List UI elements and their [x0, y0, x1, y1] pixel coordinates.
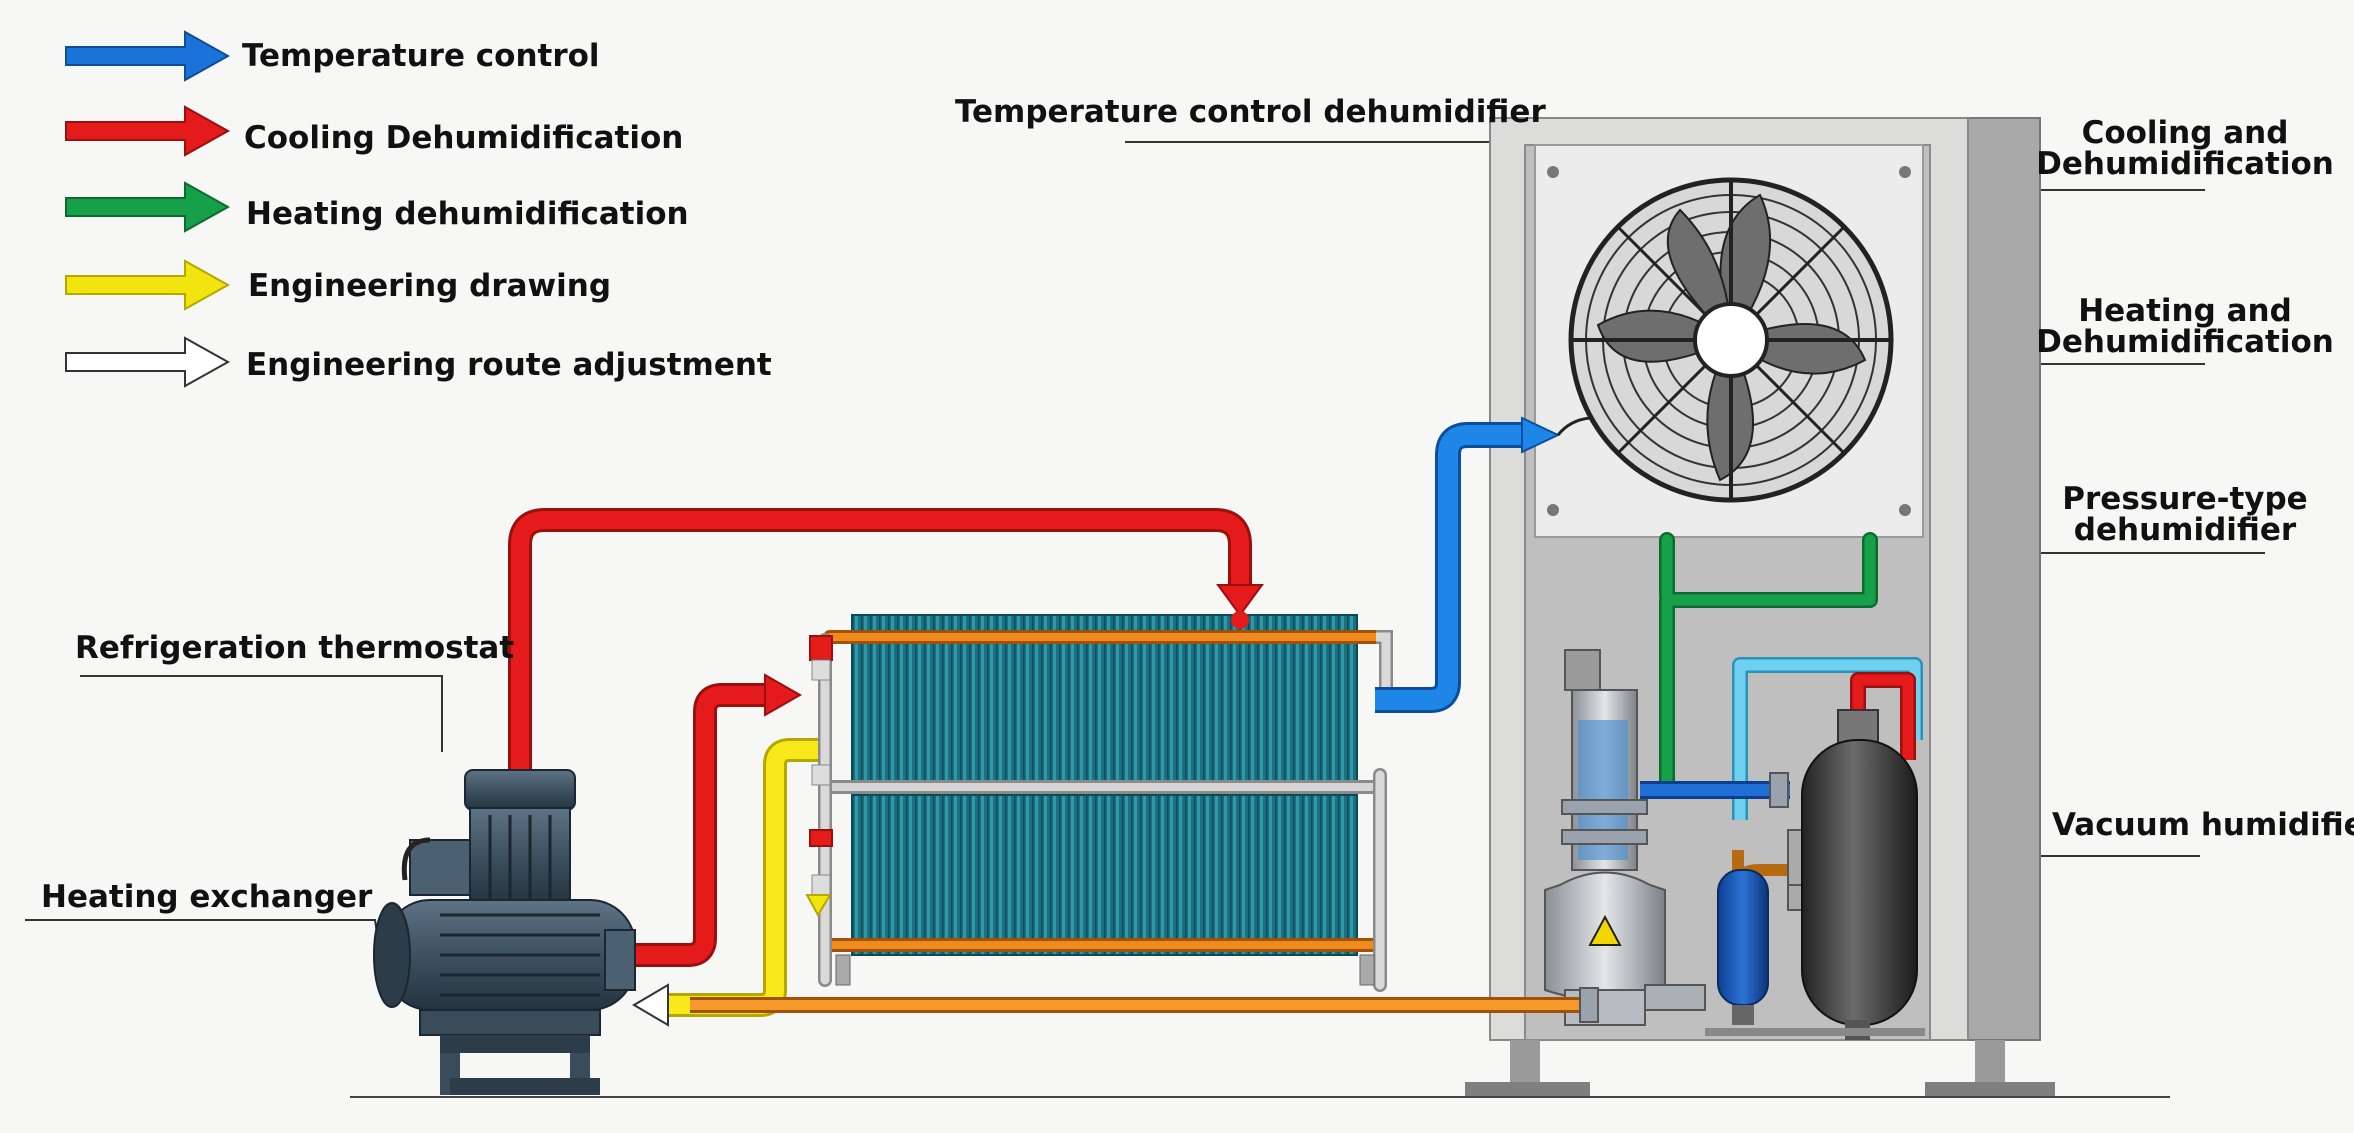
legend-label-route-adjustment: Engineering route adjustment [246, 347, 772, 383]
motor-pump [373, 769, 636, 1095]
black-tank [1787, 709, 1918, 1040]
blue-arrow-head [1521, 416, 1561, 454]
legend-arrow-heating [65, 181, 231, 233]
compressor-column [1544, 649, 1706, 1026]
red-arrow-head-right [764, 673, 803, 717]
red-arrow-head-down [1216, 584, 1264, 617]
label-line: dehumidifier [2073, 512, 2297, 548]
legend-arrow-cooling [65, 105, 231, 157]
red-pipe-cooling-loop [508, 508, 1252, 775]
label-line: Dehumidification [2036, 324, 2334, 360]
label-pressure-type-dehumidifier: Pressure-type dehumidifier [2030, 484, 2340, 546]
legend-arrow-engineering-drawing [65, 259, 231, 311]
red-pipe-to-coil [628, 683, 772, 967]
label-line: Heating and [2078, 293, 2292, 329]
label-vacuum-humidifier: Vacuum humidifier [2052, 807, 2354, 843]
green-pipe [1659, 532, 1878, 788]
label-line: Cooling and [2081, 115, 2289, 151]
label-heating-exchanger: Heating exchanger [41, 879, 373, 915]
legend-label-cooling: Cooling Dehumidification [244, 120, 684, 156]
fan-icon [1568, 177, 1894, 503]
legend-label-temperature-control: Temperature control [242, 38, 600, 74]
blue-pipe-cabinet [1640, 772, 1790, 808]
label-refrigeration-thermostat: Refrigeration thermostat [75, 630, 515, 666]
legend-label-engineering-drawing: Engineering drawing [248, 268, 612, 304]
legend-arrow-route-adjustment [65, 336, 231, 388]
white-arrow-head-left [632, 983, 669, 1027]
legend-label-heating: Heating dehumidification [246, 196, 689, 232]
receiver-tank [1717, 850, 1790, 1025]
label-line: Pressure-type [2062, 481, 2308, 517]
legend-arrow-temperature-control [65, 30, 231, 82]
blue-pipe-temperature-control [1375, 422, 1530, 713]
label-temperature-control-dehumidifier: Temperature control dehumidifier [955, 94, 1546, 130]
heat-exchanger-coil [809, 614, 1393, 992]
label-cooling-and-dehumidification: Cooling and Dehumidification [2030, 118, 2340, 180]
label-heating-and-dehumidification: Heating and Dehumidification [2030, 296, 2340, 358]
red-pipe-cabinet [1850, 672, 1916, 760]
label-line: Dehumidification [2036, 146, 2334, 182]
orange-return-pipe [690, 987, 1599, 1023]
